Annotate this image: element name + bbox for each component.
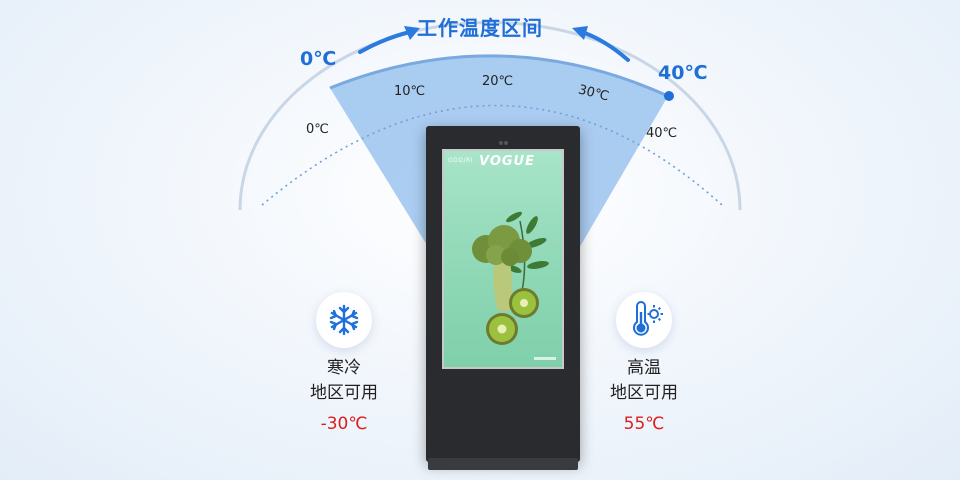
kiosk-display: ODD/RI VOGUE [426,126,580,470]
hot-region-text: 高温 地区可用 55℃ [584,356,704,437]
page-title: 工作温度区间 [417,16,543,40]
broccoli [472,225,532,311]
leaf-sprig [502,211,549,292]
tick-label-0: 0℃ [306,122,329,137]
range-max-label: 40℃ [658,62,708,84]
range-min-label: 0℃ [300,48,337,70]
arrow-left-icon [358,26,420,54]
cold-value: -30℃ [320,414,368,434]
tick-label-20: 20℃ [482,74,514,89]
range-arc [329,54,669,98]
thermometer-sun-icon [616,292,672,348]
vegetable-image [472,211,556,360]
range-end-dot [664,91,674,101]
outer-arc [238,21,742,211]
cold-region-text: 寒冷 地区可用 -30℃ [284,356,404,437]
tick-label-10: 10℃ [394,84,426,99]
camera-icon [498,130,508,145]
kiwi-slice-1 [509,288,539,318]
screen-brand: VOGUE [479,154,535,169]
hot-value: 55℃ [623,414,665,434]
tick-label-40: 40℃ [646,126,678,141]
cold-line1: 寒冷 [327,358,361,378]
footer-text-mark [534,357,556,360]
kiwi-slice-2 [486,313,518,345]
snowflake-icon [316,292,372,348]
screen-brand-small: ODD/RI [448,157,473,164]
inner-dotted-arc [261,104,723,206]
cold-line2: 地区可用 [310,383,378,403]
hot-line2: 地区可用 [610,383,678,403]
hot-line1: 高温 [627,358,661,378]
kiosk-screen: ODD/RI VOGUE [442,149,564,369]
kiosk-base [428,458,578,470]
arrow-right-icon [572,26,630,62]
